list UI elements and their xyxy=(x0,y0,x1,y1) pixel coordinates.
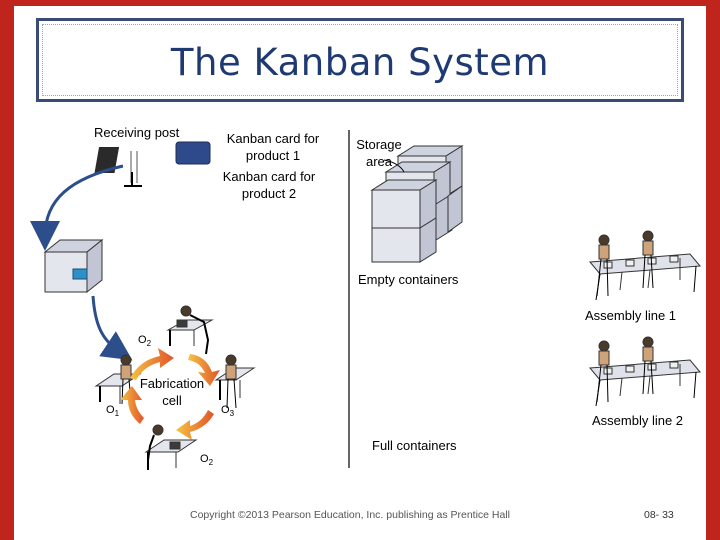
operator-o2-bottom-label: O2 xyxy=(200,453,214,468)
curved-arrow-to-fabrication xyxy=(91,295,133,361)
container-icon xyxy=(43,238,104,294)
receiving-post-icon xyxy=(94,147,142,187)
storage-containers xyxy=(370,145,464,263)
title-box: The Kanban System xyxy=(36,18,684,102)
assembly-line-2-icon xyxy=(588,336,702,407)
copyright-footer: Copyright ©2013 Pearson Education, Inc. … xyxy=(190,509,511,521)
kanban-card-icon xyxy=(175,141,211,165)
operator-o3-label: O3 xyxy=(221,404,235,419)
curved-arrow-to-container xyxy=(30,164,124,251)
full-containers-label: Full containers xyxy=(372,438,457,453)
kanban-card-product-1-label: Kanban card for product 1 xyxy=(226,131,320,163)
operator-o1-label: O1 xyxy=(106,404,120,419)
workstation-o2-bottom xyxy=(144,424,198,470)
receiving-post-label: Receiving post xyxy=(94,125,180,140)
assembly-line-2-label: Assembly line 2 xyxy=(592,413,684,428)
storage-area-label: Storage area xyxy=(356,137,402,169)
workstation-o2-top xyxy=(166,305,214,355)
operator-o2-top-label: O2 xyxy=(138,334,152,349)
workstation-o3 xyxy=(214,354,256,409)
kanban-card-product-2-label: Kanban card for product 2 xyxy=(222,169,316,201)
assembly-line-1-icon xyxy=(588,230,702,301)
slide-number: 08- 33 xyxy=(644,509,674,521)
fabrication-cycle-arrows xyxy=(120,348,220,440)
storage-pointer xyxy=(383,159,405,173)
fabrication-cell-label: Fabrication cell xyxy=(139,376,205,408)
assembly-line-1-label: Assembly line 1 xyxy=(585,308,677,323)
empty-containers-label: Empty containers xyxy=(358,272,459,287)
